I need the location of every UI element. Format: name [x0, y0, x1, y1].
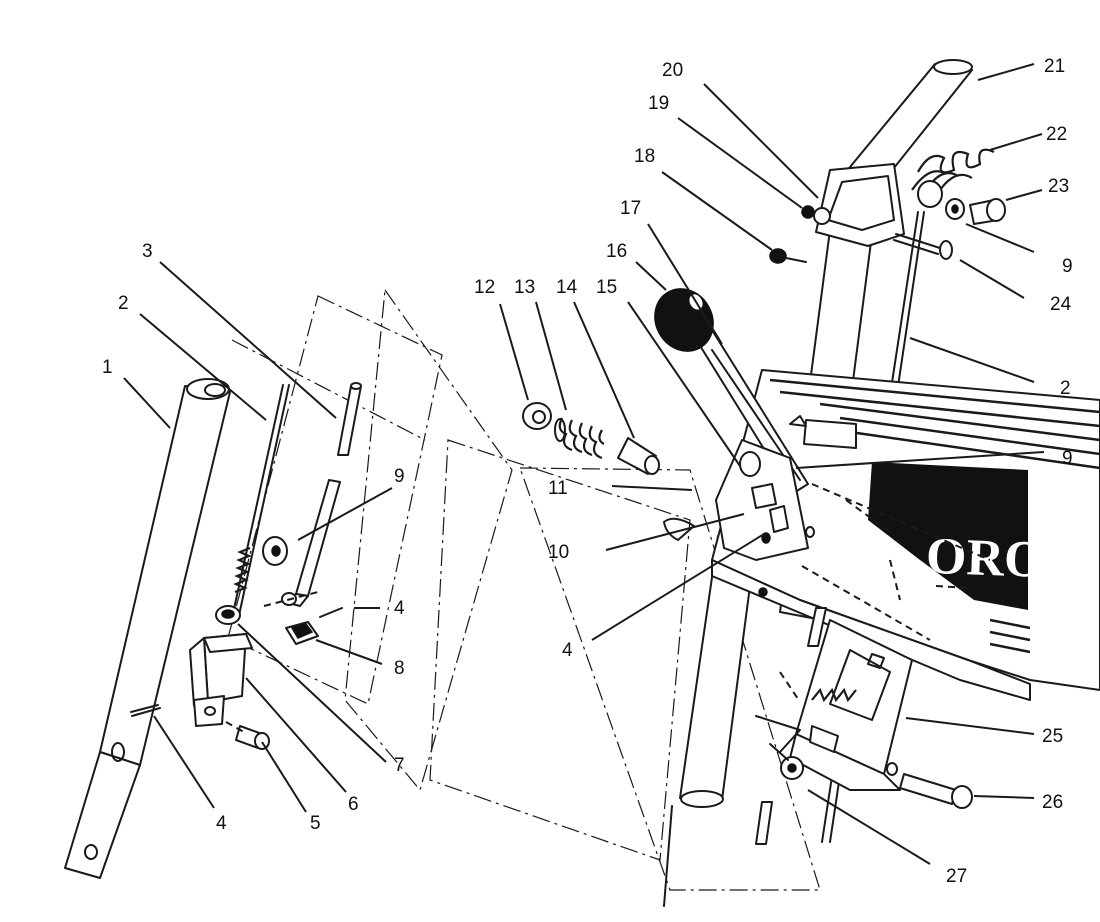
hidden-lines-right [663, 483, 991, 907]
part-4-pins-right [755, 587, 827, 845]
brand-text: ORO [925, 528, 1045, 589]
callout-9-right: 9 [1062, 448, 1073, 469]
callout-4-left-upper: 4 [394, 598, 405, 619]
part-1-tube [64, 378, 231, 879]
main-housing: ORO [711, 369, 1100, 701]
callout-4-right: 4 [562, 640, 573, 661]
leader-lines [123, 63, 1045, 865]
callout-16: 16 [606, 241, 627, 262]
callout-3: 3 [142, 241, 153, 262]
callout-18: 18 [634, 146, 655, 167]
callout-14: 14 [556, 277, 578, 298]
callouts: 1 2 3 9 4 8 7 6 5 4 12 13 14 15 16 17 18… [102, 56, 1073, 887]
lever-pivot-block [663, 439, 815, 561]
part-26-bolt [886, 762, 973, 809]
part-18-bolt [769, 248, 807, 264]
part-13-spring [554, 417, 605, 460]
part-3-pin [337, 382, 362, 456]
part-20-bracket [801, 163, 905, 247]
part-14-spacer [617, 437, 660, 475]
hidden-lines-left [225, 591, 319, 733]
part-25-plate [789, 619, 913, 791]
callout-2-right: 2 [1060, 378, 1071, 399]
callout-24: 24 [1050, 294, 1072, 315]
callout-4-left-lower: 4 [216, 813, 227, 834]
part-22-torsion-spring [911, 148, 995, 208]
callout-27: 27 [946, 866, 967, 887]
callout-5: 5 [310, 813, 321, 834]
part-2-rod-left [231, 384, 290, 621]
callout-9-upper: 9 [1062, 256, 1073, 277]
part-9-washer-left [262, 536, 288, 566]
part-23-bolt [969, 198, 1006, 225]
callout-23: 23 [1048, 176, 1069, 197]
callout-21: 21 [1044, 56, 1065, 77]
callout-12: 12 [474, 277, 495, 298]
part-27-nut [780, 756, 804, 780]
part-4-cotter-pins-left [130, 607, 343, 717]
callout-6: 6 [348, 794, 359, 815]
part-9-washer-upper [945, 198, 965, 220]
callout-2-left: 2 [118, 293, 129, 314]
brand-band [868, 462, 1028, 610]
callout-22: 22 [1046, 124, 1067, 145]
callout-20: 20 [662, 60, 683, 81]
callout-9-left: 9 [394, 466, 405, 487]
callout-8: 8 [394, 658, 405, 679]
housing-stripes [769, 378, 1100, 654]
callout-13: 13 [514, 277, 535, 298]
part-5-clevis-pin [235, 725, 270, 750]
callout-10: 10 [548, 542, 569, 563]
bent-link-rod [281, 479, 341, 607]
callout-17: 17 [620, 198, 641, 219]
part-8-clip [285, 621, 319, 645]
part-7-nut [215, 605, 241, 625]
phantom-outlines [227, 288, 821, 891]
callout-7: 7 [394, 755, 405, 776]
callout-25: 25 [1042, 726, 1063, 747]
part-24-bolt [893, 233, 953, 260]
callout-11: 11 [548, 478, 568, 499]
part-12-bushing [522, 402, 552, 430]
callout-15: 15 [596, 277, 617, 298]
callout-1: 1 [102, 357, 113, 378]
callout-26: 26 [1042, 792, 1063, 813]
part-6-clevis [189, 633, 253, 727]
callout-19: 19 [648, 93, 669, 114]
